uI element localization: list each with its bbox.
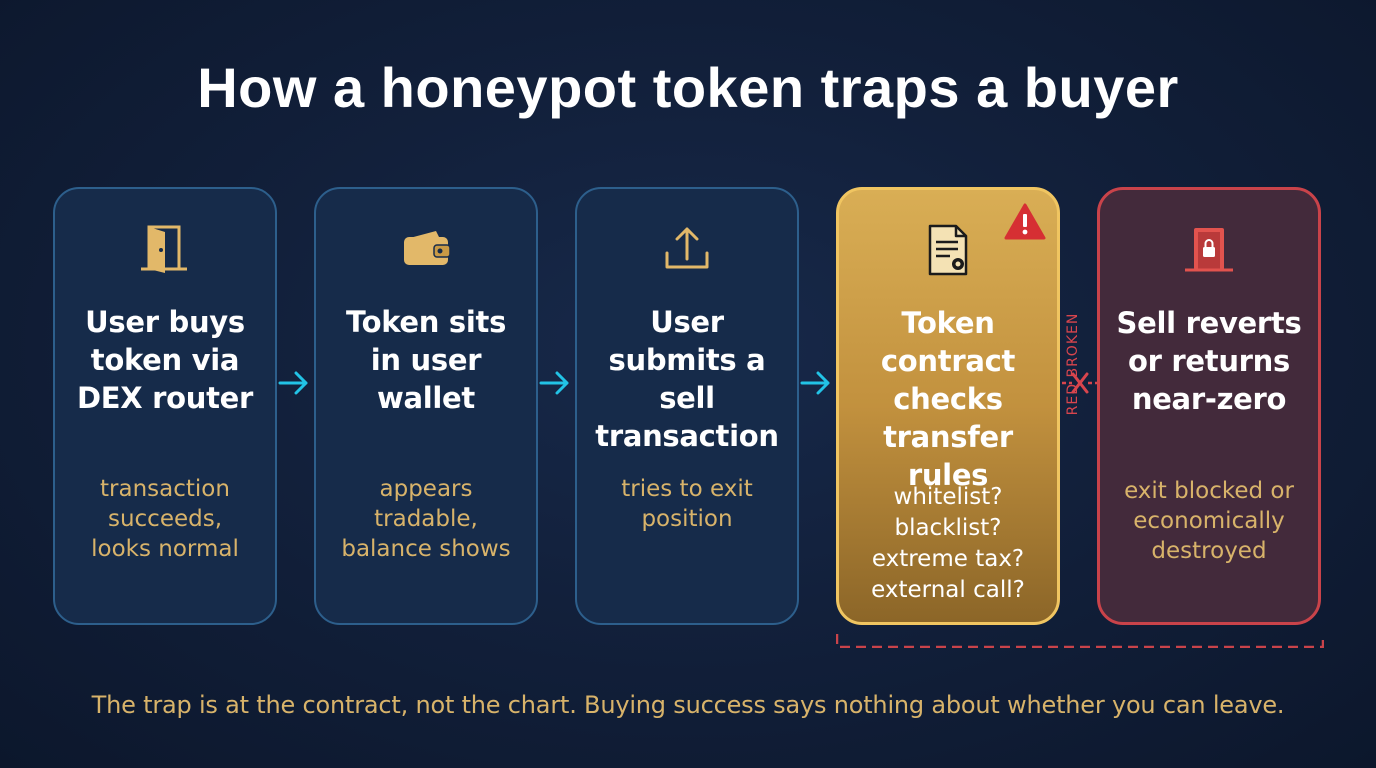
trap-zone-bracket: [836, 634, 1324, 648]
step-card-buy: User buys token via DEX router transacti…: [53, 187, 277, 625]
step-description: transaction succeeds, looks normal: [91, 476, 239, 562]
wallet-icon: [396, 219, 456, 279]
step-description: appears tradable, balance shows: [341, 476, 511, 562]
footer-caption: The trap is at the contract, not the cha…: [91, 691, 1285, 719]
step-heading: Token contract checks transfer rules: [880, 306, 1016, 492]
flow-arrow: [800, 370, 832, 396]
step-card-sell: User submits a sell transaction tries to…: [575, 187, 799, 625]
step-heading: User buys token via DEX router: [76, 305, 254, 415]
step-description: whitelist? blacklist? extreme tax? exter…: [871, 484, 1025, 603]
broken-link-label: RED BROKEN: [1065, 312, 1081, 416]
step-heading: User submits a sell transaction: [595, 305, 779, 453]
step-heading: Sell reverts or returns near-zero: [1116, 306, 1302, 416]
contract-document-icon: [918, 220, 978, 280]
step-card-contract-check: Token contract checks transfer rules whi…: [836, 187, 1060, 625]
locked-door-icon: [1179, 220, 1239, 280]
flow-arrow: [539, 370, 571, 396]
warning-triangle-icon: [1004, 203, 1046, 241]
flow-arrow: [278, 370, 310, 396]
broken-link-x-icon: [1060, 370, 1100, 396]
step-description: exit blocked or economically destroyed: [1124, 478, 1294, 564]
upload-icon: [657, 219, 717, 279]
open-door-icon: [135, 219, 195, 279]
step-heading: Token sits in user wallet: [345, 305, 507, 415]
step-card-sell-fails: Sell reverts or returns near-zero exit b…: [1097, 187, 1321, 625]
step-card-wallet: Token sits in user wallet appears tradab…: [314, 187, 538, 625]
broken-link-label-wrapper: RED BROKEN: [1062, 286, 1100, 446]
diagram-title: How a honeypot token traps a buyer: [197, 56, 1179, 119]
step-description: tries to exit position: [621, 476, 753, 532]
